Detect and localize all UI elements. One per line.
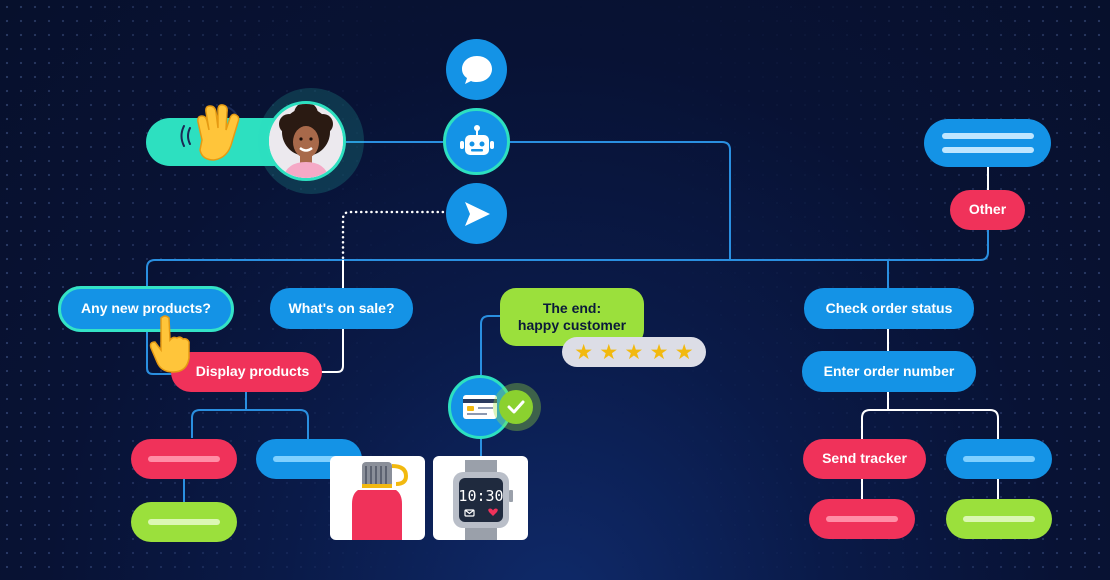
product-option-green[interactable] — [131, 502, 237, 542]
waving-hand-icon — [180, 104, 240, 161]
star-icon: ★ — [599, 340, 619, 364]
check-order-status-label: Check order status — [825, 299, 953, 316]
bottle-product-card[interactable] — [330, 456, 425, 540]
five-star-rating: ★ ★ ★ ★ ★ — [562, 337, 706, 367]
placeholder-bar — [148, 456, 220, 462]
other-node[interactable]: Other — [950, 190, 1025, 230]
any-new-products-node[interactable]: Any new products? — [58, 286, 234, 332]
star-icon: ★ — [649, 340, 669, 364]
success-check — [499, 390, 533, 424]
product-option-red[interactable] — [131, 439, 237, 479]
the-end-node[interactable]: The end: happy customer — [500, 288, 644, 346]
robot-icon — [459, 124, 494, 155]
water-bottle-icon — [352, 462, 409, 540]
placeholder-bar — [963, 456, 1035, 462]
chatbot-node[interactable] — [443, 108, 510, 175]
display-products-label: Display products — [195, 363, 310, 380]
customer-avatar — [266, 101, 346, 181]
message-node[interactable] — [924, 119, 1051, 167]
send-arrow-icon — [464, 201, 490, 226]
star-icon: ★ — [624, 340, 644, 364]
tracker-option-red[interactable] — [809, 499, 915, 539]
watch-time: 10:30 — [458, 487, 503, 505]
check-icon — [507, 400, 525, 414]
tracker-option-blue[interactable] — [946, 439, 1052, 479]
placeholder-bar — [941, 133, 1034, 139]
any-new-products-label: Any new products? — [81, 300, 211, 317]
placeholder-bar — [941, 147, 1034, 153]
customer-portrait-icon — [269, 104, 343, 178]
credit-card-icon — [463, 395, 497, 419]
send-tracker-node[interactable]: Send tracker — [803, 439, 926, 479]
placeholder-bar — [148, 519, 220, 525]
placeholder-bar — [963, 516, 1035, 522]
the-end-label: The end: happy customer — [517, 299, 627, 334]
placeholder-bar — [273, 456, 345, 462]
whats-on-sale-label: What's on sale? — [288, 299, 395, 316]
star-icon: ★ — [574, 340, 594, 364]
chat-bubble-icon — [461, 55, 492, 84]
star-icon: ★ — [674, 340, 694, 364]
placeholder-bar — [826, 516, 898, 522]
enter-order-number-node[interactable]: Enter order number — [802, 351, 976, 392]
display-products-node[interactable]: Display products — [171, 352, 322, 392]
tracker-option-green[interactable] — [946, 499, 1052, 539]
check-order-status-node[interactable]: Check order status — [804, 288, 974, 329]
send-tracker-label: Send tracker — [822, 450, 907, 467]
whats-on-sale-node[interactable]: What's on sale? — [270, 288, 413, 329]
pointing-hand-icon — [149, 315, 190, 373]
send-button[interactable] — [446, 183, 507, 244]
smartwatch-product-card[interactable]: 10:30 — [433, 456, 528, 540]
other-label: Other — [968, 201, 1007, 218]
enter-order-number-label: Enter order number — [823, 362, 955, 379]
chat-button[interactable] — [446, 39, 507, 100]
smartwatch-icon: 10:30 — [453, 460, 513, 540]
